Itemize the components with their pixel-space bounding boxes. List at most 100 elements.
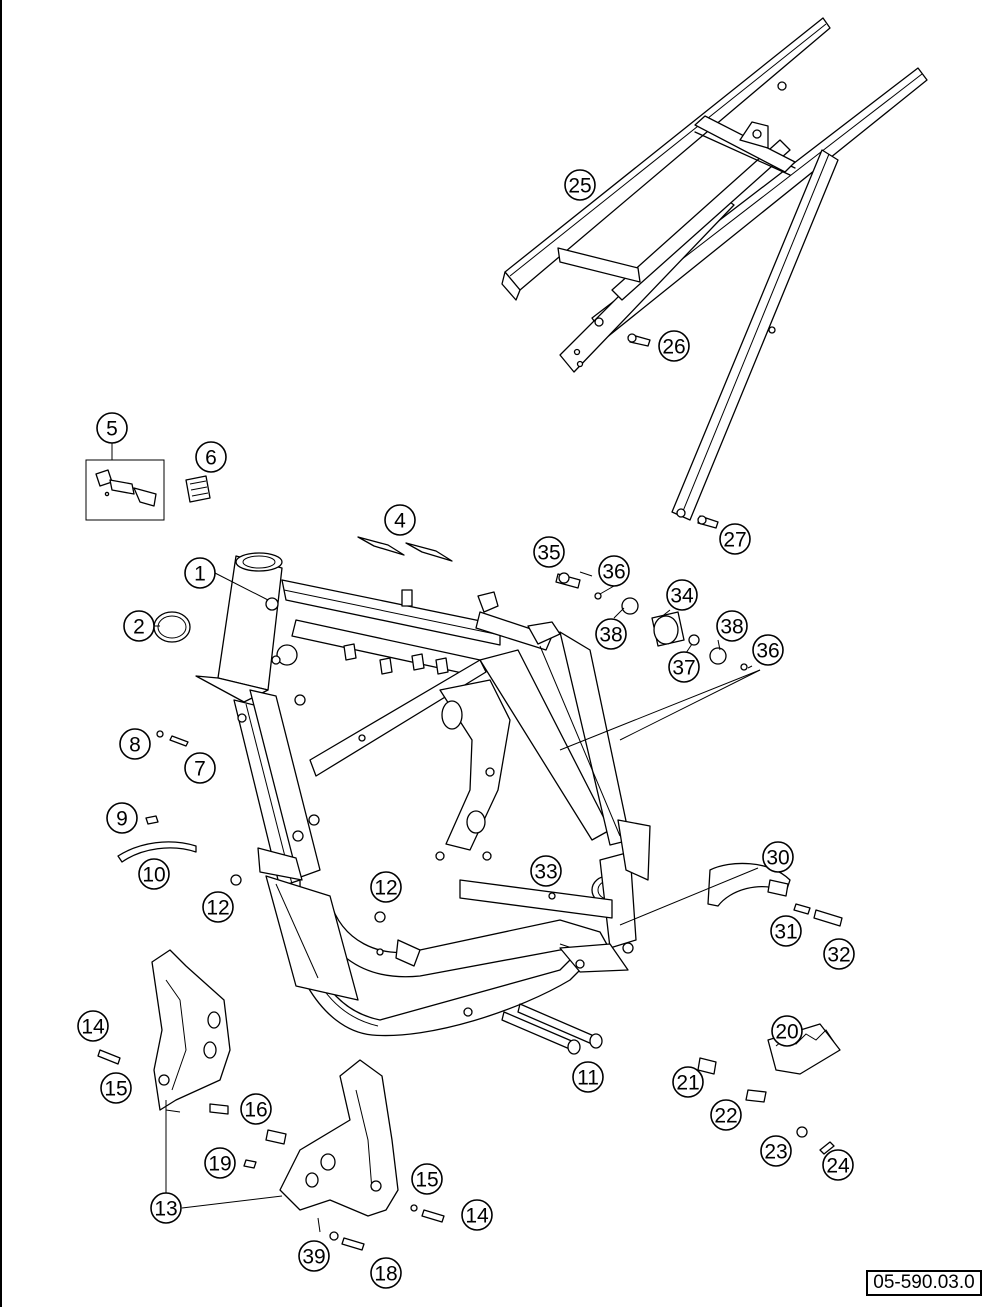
frame-guard-left-drawing bbox=[97, 949, 231, 1115]
callout-circle bbox=[204, 1147, 236, 1179]
callout-number: 13 bbox=[154, 1198, 177, 1221]
callout-number: 39 bbox=[302, 1246, 325, 1269]
callout-12b: 12 bbox=[370, 871, 402, 903]
callout-15b: 15 bbox=[411, 1163, 443, 1195]
callout-1: 1 bbox=[184, 557, 216, 589]
callout-number: 37 bbox=[672, 657, 695, 680]
drawing-reference-code: 05-590.03.0 bbox=[866, 1270, 982, 1296]
callout-11: 11 bbox=[572, 1061, 604, 1093]
leader-lines bbox=[111, 442, 761, 1233]
callout-number: 8 bbox=[129, 734, 141, 757]
callout-circle bbox=[195, 441, 227, 473]
callout-circle bbox=[668, 651, 700, 683]
callout-9: 9 bbox=[106, 802, 138, 834]
callout-circle bbox=[672, 1066, 704, 1098]
callout-number: 10 bbox=[142, 864, 165, 887]
callout-number: 16 bbox=[244, 1099, 267, 1122]
callout-number: 9 bbox=[116, 808, 128, 831]
callout-circle bbox=[184, 752, 216, 784]
callout-39: 39 bbox=[298, 1240, 330, 1272]
callout-number: 38 bbox=[720, 616, 743, 639]
main-frame-drawing bbox=[195, 552, 651, 1037]
callout-7: 7 bbox=[184, 752, 216, 784]
callout-number: 31 bbox=[774, 921, 797, 944]
callout-38a: 38 bbox=[595, 618, 627, 650]
shock-mount-parts-drawing bbox=[555, 572, 748, 671]
callout-number: 15 bbox=[104, 1078, 127, 1101]
callout-circle bbox=[822, 1149, 854, 1181]
callout-circle bbox=[150, 1192, 182, 1224]
callout-circle bbox=[564, 169, 596, 201]
cap-2-drawing bbox=[153, 611, 191, 643]
callout-circle bbox=[770, 915, 802, 947]
callout-36b: 36 bbox=[752, 634, 784, 666]
callout-number: 36 bbox=[756, 640, 779, 663]
callout-number: 15 bbox=[415, 1169, 438, 1192]
callout-26: 26 bbox=[658, 330, 690, 362]
callout-35: 35 bbox=[533, 536, 565, 568]
callout-number: 6 bbox=[205, 447, 217, 470]
callout-16: 16 bbox=[240, 1093, 272, 1125]
callout-number: 21 bbox=[676, 1072, 699, 1095]
callout-19: 19 bbox=[204, 1147, 236, 1179]
callout-circle bbox=[658, 330, 690, 362]
callout-5: 5 bbox=[96, 412, 128, 444]
cap-6-drawing bbox=[185, 475, 211, 503]
callout-number: 34 bbox=[670, 585, 694, 608]
callout-24: 24 bbox=[822, 1149, 854, 1181]
callout-circle bbox=[202, 891, 234, 923]
callout-circle bbox=[760, 1135, 792, 1167]
callout-33: 33 bbox=[530, 855, 562, 887]
callout-10: 10 bbox=[138, 858, 170, 890]
callout-number: 27 bbox=[723, 529, 746, 552]
callout-30: 30 bbox=[762, 841, 794, 873]
callout-number: 22 bbox=[714, 1105, 737, 1128]
callout-6: 6 bbox=[195, 441, 227, 473]
callout-18: 18 bbox=[370, 1257, 402, 1289]
footrest-drawing bbox=[697, 1023, 841, 1155]
callout-circle bbox=[100, 1072, 132, 1104]
callout-number: 32 bbox=[827, 944, 850, 967]
callout-number: 12 bbox=[374, 877, 397, 900]
key-set-drawing bbox=[85, 459, 165, 521]
callout-circle bbox=[184, 557, 216, 589]
callout-circle bbox=[138, 858, 170, 890]
callout-circle bbox=[823, 938, 855, 970]
screw-27-drawing bbox=[697, 515, 719, 529]
callout-circle bbox=[77, 1010, 109, 1042]
frame-guard-right-drawing bbox=[243, 1059, 445, 1251]
callout-circle bbox=[752, 634, 784, 666]
callout-number: 14 bbox=[81, 1016, 105, 1039]
callout-number: 24 bbox=[826, 1155, 850, 1178]
callout-number: 1 bbox=[194, 563, 206, 586]
callout-circle bbox=[461, 1199, 493, 1231]
callout-circle bbox=[716, 610, 748, 642]
callout-number: 2 bbox=[133, 616, 145, 639]
callout-number: 33 bbox=[534, 861, 557, 884]
callout-circle bbox=[666, 579, 698, 611]
callout-circle bbox=[123, 610, 155, 642]
callout-circle bbox=[572, 1061, 604, 1093]
callout-32: 32 bbox=[823, 938, 855, 970]
callout-34: 34 bbox=[666, 579, 698, 611]
callout-circle bbox=[96, 412, 128, 444]
callout-circle bbox=[298, 1240, 330, 1272]
callout-25: 25 bbox=[564, 169, 596, 201]
callout-14b: 14 bbox=[461, 1199, 493, 1231]
callout-number: 14 bbox=[465, 1205, 489, 1228]
engine-bolts-11-drawing bbox=[501, 1003, 603, 1055]
callout-20: 20 bbox=[771, 1015, 803, 1047]
callout-2: 2 bbox=[123, 610, 155, 642]
callout-number: 7 bbox=[194, 758, 206, 781]
callout-number: 19 bbox=[208, 1153, 231, 1176]
callout-circle bbox=[370, 1257, 402, 1289]
callouts: 1245678910111212131414151516181920212223… bbox=[77, 169, 855, 1289]
callout-8: 8 bbox=[119, 728, 151, 760]
callout-27: 27 bbox=[719, 523, 751, 555]
callout-circle bbox=[762, 841, 794, 873]
callout-38b: 38 bbox=[716, 610, 748, 642]
callout-12a: 12 bbox=[202, 891, 234, 923]
callout-circle bbox=[598, 555, 630, 587]
decals-4-drawing bbox=[357, 536, 453, 562]
